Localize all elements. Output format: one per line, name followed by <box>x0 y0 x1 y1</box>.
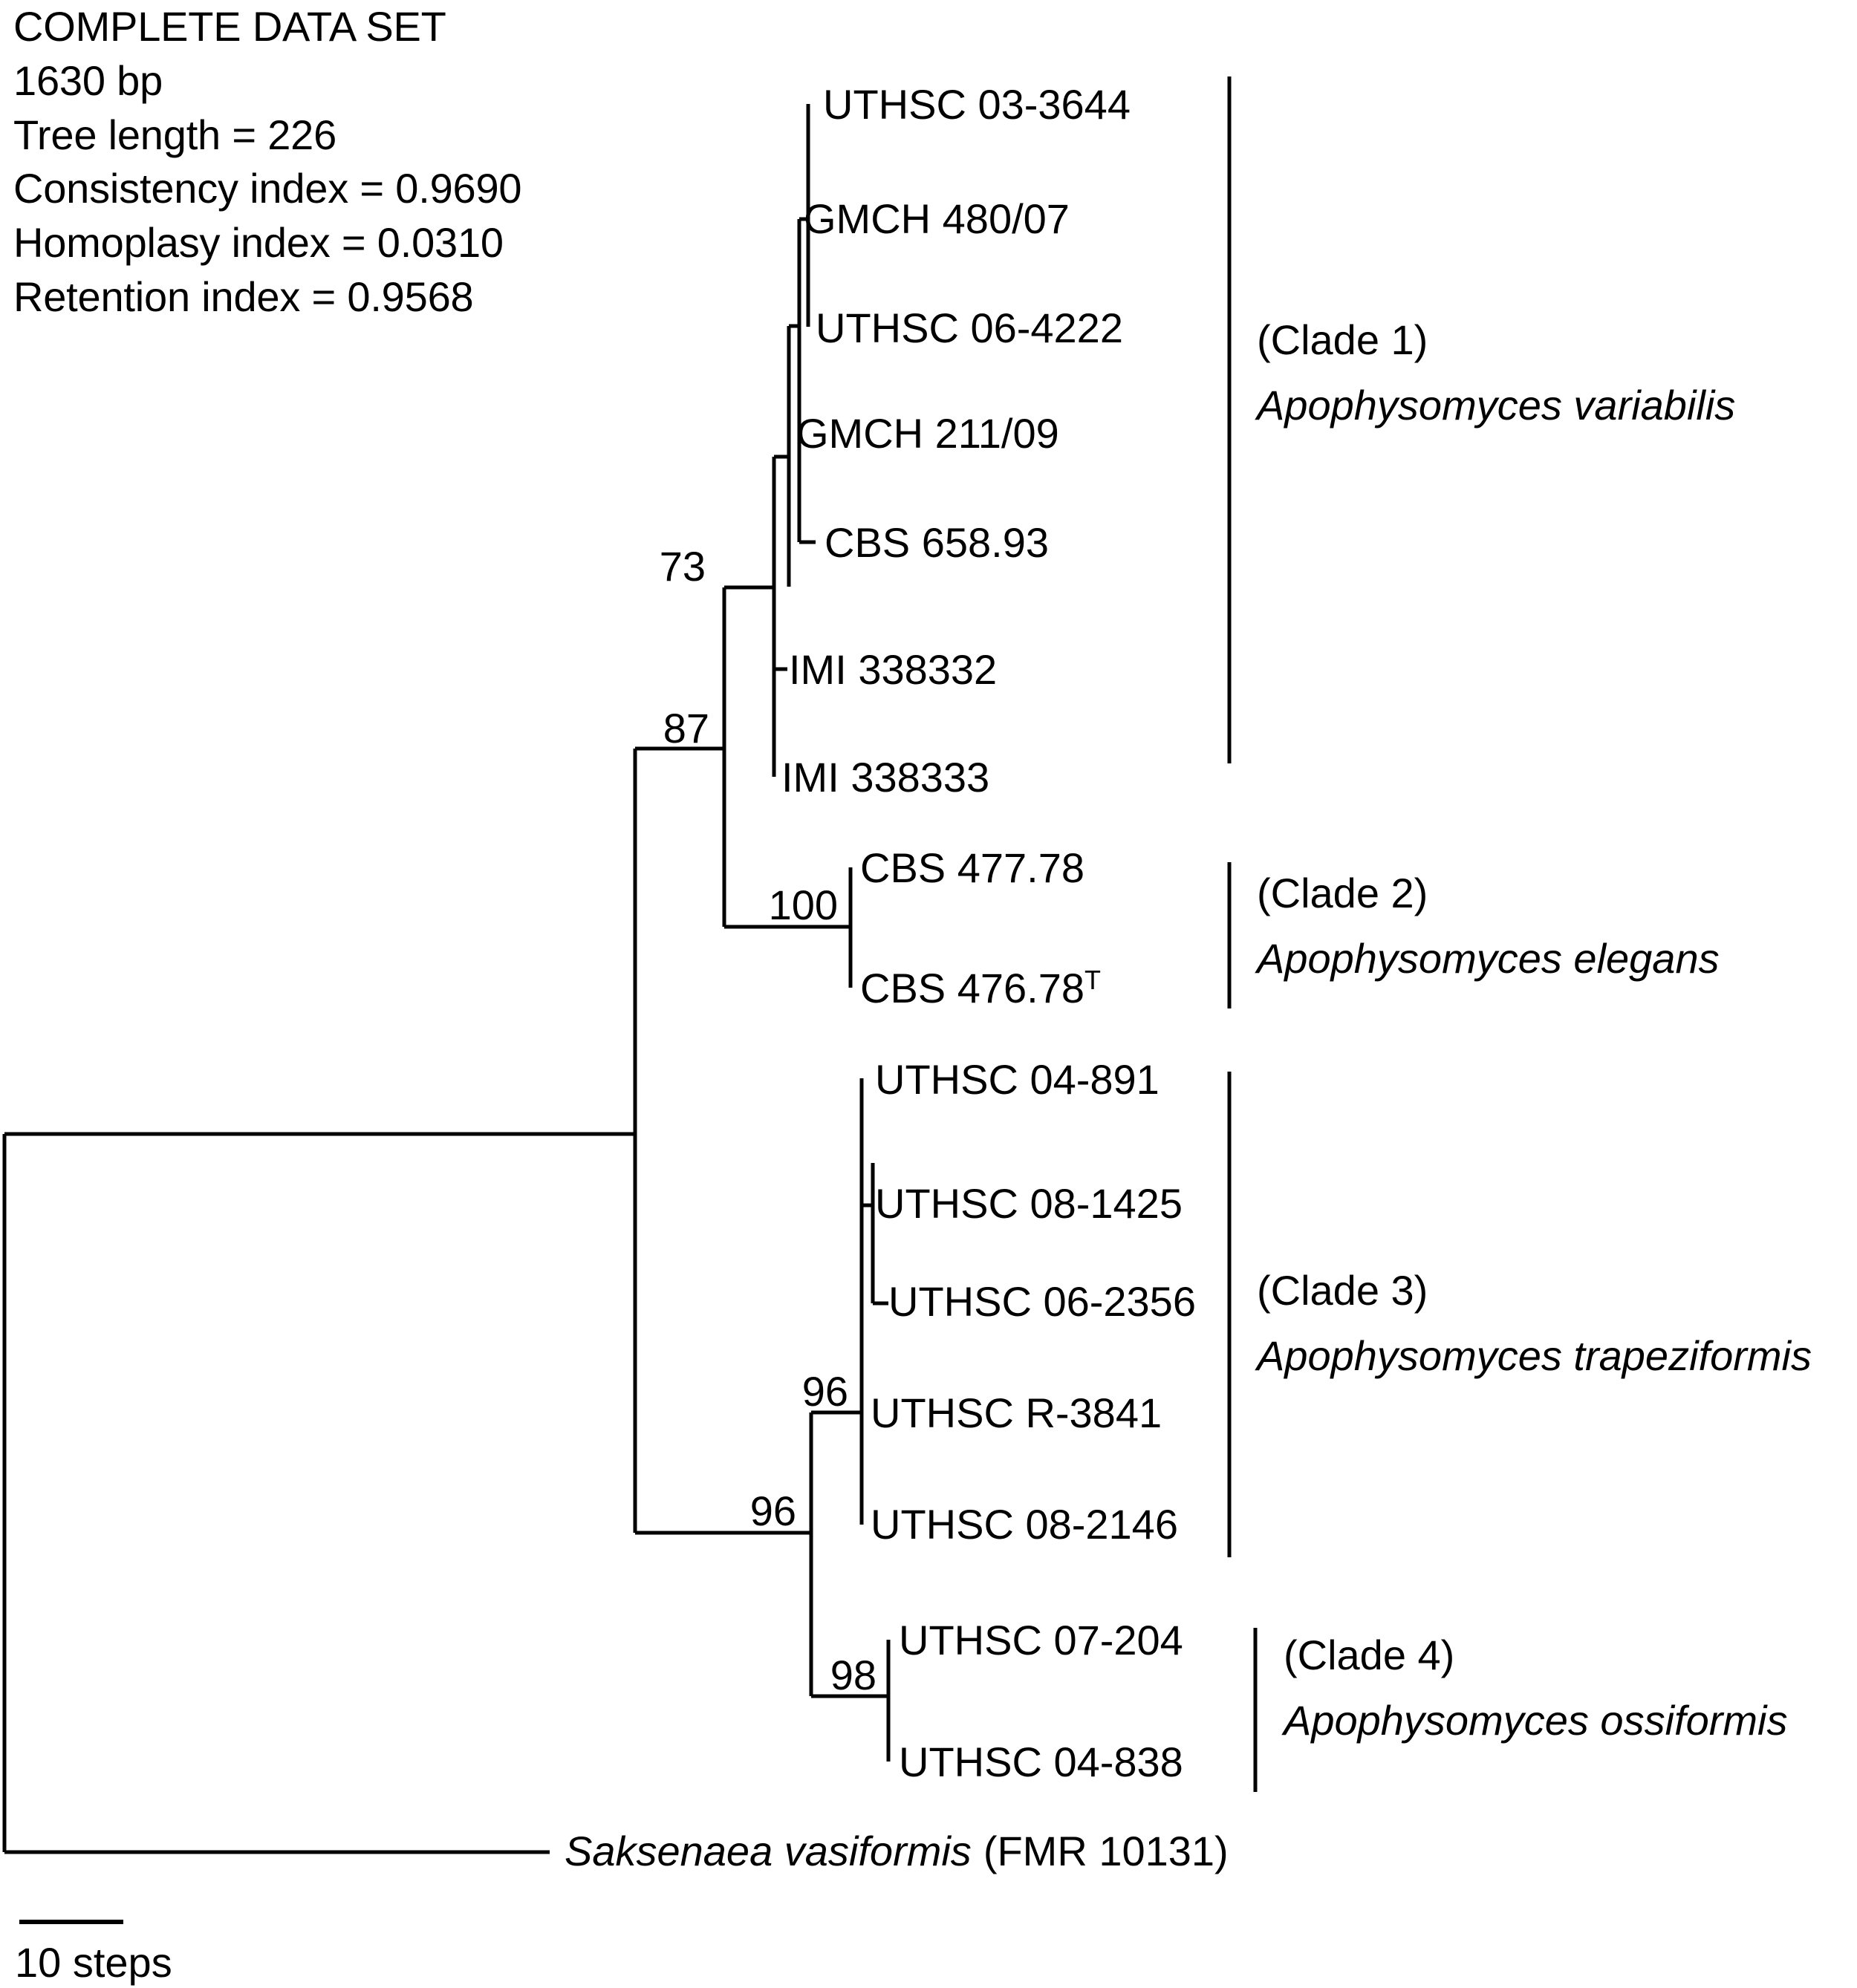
scale-bar-label: 10 steps <box>15 1939 172 1986</box>
bootstrap-87: 87 <box>663 705 709 752</box>
tip-label-uthsc-03-3644: UTHSC 03-3644 <box>823 81 1131 128</box>
tip-label-gmch-480-07: GMCH 480/07 <box>804 195 1070 242</box>
stats-alignment-length: 1630 bp <box>13 56 163 104</box>
outgroup-species-name: Saksenaea vasiformis <box>565 1828 972 1874</box>
tip-label-uthsc-04-838: UTHSC 04-838 <box>899 1738 1183 1785</box>
clade-1-label-line2: Apophysomyces variabilis <box>1255 382 1735 428</box>
tip-label-uthsc-r-3841: UTHSC R-3841 <box>871 1389 1162 1436</box>
tip-label-cbs-658-93: CBS 658.93 <box>825 519 1049 566</box>
stats-retention-index: Retention index = 0.9568 <box>13 273 474 320</box>
tip-label-imi-338332: IMI 338332 <box>789 646 997 693</box>
clade-2-label-line2: Apophysomyces elegans <box>1255 935 1720 982</box>
tip-label-gmch-211-09: GMCH 211/09 <box>796 410 1059 457</box>
clade-3-label-line1: (Clade 3) <box>1257 1267 1428 1314</box>
tip-label-uthsc-06-2356: UTHSC 06-2356 <box>888 1278 1196 1325</box>
outgroup-strain-code: (FMR 10131) <box>983 1828 1229 1874</box>
tip-label-uthsc-07-204: UTHSC 07-204 <box>899 1617 1183 1663</box>
clade-labels: (Clade 1) Apophysomyces variabilis (Clad… <box>1255 316 1812 1744</box>
tip-label-imi-338333: IMI 338333 <box>781 754 989 801</box>
bootstrap-73: 73 <box>660 543 706 590</box>
outgroup-label-group: Saksenaea vasiformis(FMR 10131) <box>565 1828 1229 1874</box>
tip-labels: UTHSC 03-3644 GMCH 480/07 UTHSC 06-4222 … <box>781 81 1196 1785</box>
tip-label-cbs-477-78: CBS 477.78 <box>860 844 1084 891</box>
clade-brackets <box>1227 76 1258 1792</box>
tip-label-cbs-476-78: CBS 476.78T <box>860 965 1101 1011</box>
bootstrap-values: 73 87 100 96 96 98 <box>660 543 877 1698</box>
clade-4-label-line1: (Clade 4) <box>1284 1632 1454 1678</box>
root-branches <box>2 749 637 1854</box>
tip-label-cbs-476-78-superscript: T <box>1084 965 1101 995</box>
clade-2-label-line1: (Clade 2) <box>1257 870 1428 916</box>
bootstrap-96-ancestor: 96 <box>750 1487 796 1534</box>
stats-title: COMPLETE DATA SET <box>13 3 446 50</box>
clade-1-label-line1: (Clade 1) <box>1257 316 1428 363</box>
tip-label-uthsc-08-2146: UTHSC 08-2146 <box>871 1501 1178 1548</box>
scale-bar-group: 10 steps <box>15 1920 172 1986</box>
clade1-clade2-subtree <box>635 104 853 988</box>
clade-3-label-line2: Apophysomyces trapeziformis <box>1255 1332 1812 1379</box>
clade3-clade4-subtree <box>635 1078 891 1762</box>
tip-label-cbs-476-78-text: CBS 476.78 <box>860 965 1084 1011</box>
bootstrap-96-clade3: 96 <box>802 1368 848 1415</box>
tip-label-uthsc-04-891: UTHSC 04-891 <box>875 1056 1160 1103</box>
outgroup-label: Saksenaea vasiformis(FMR 10131) <box>565 1828 1229 1874</box>
bootstrap-100: 100 <box>769 881 838 928</box>
tip-label-uthsc-06-4222: UTHSC 06-4222 <box>816 304 1123 351</box>
tip-label-uthsc-08-1425: UTHSC 08-1425 <box>875 1180 1183 1227</box>
clade-4-label-line2: Apophysomyces ossiformis <box>1281 1697 1787 1744</box>
stats-consistency-index: Consistency index = 0.9690 <box>13 165 522 212</box>
stats-tree-length: Tree length = 226 <box>13 111 337 158</box>
stats-homoplasy-index: Homoplasy index = 0.0310 <box>13 219 504 267</box>
bootstrap-98: 98 <box>830 1652 877 1698</box>
tree-statistics-block: COMPLETE DATA SET 1630 bp Tree length = … <box>13 0 522 325</box>
